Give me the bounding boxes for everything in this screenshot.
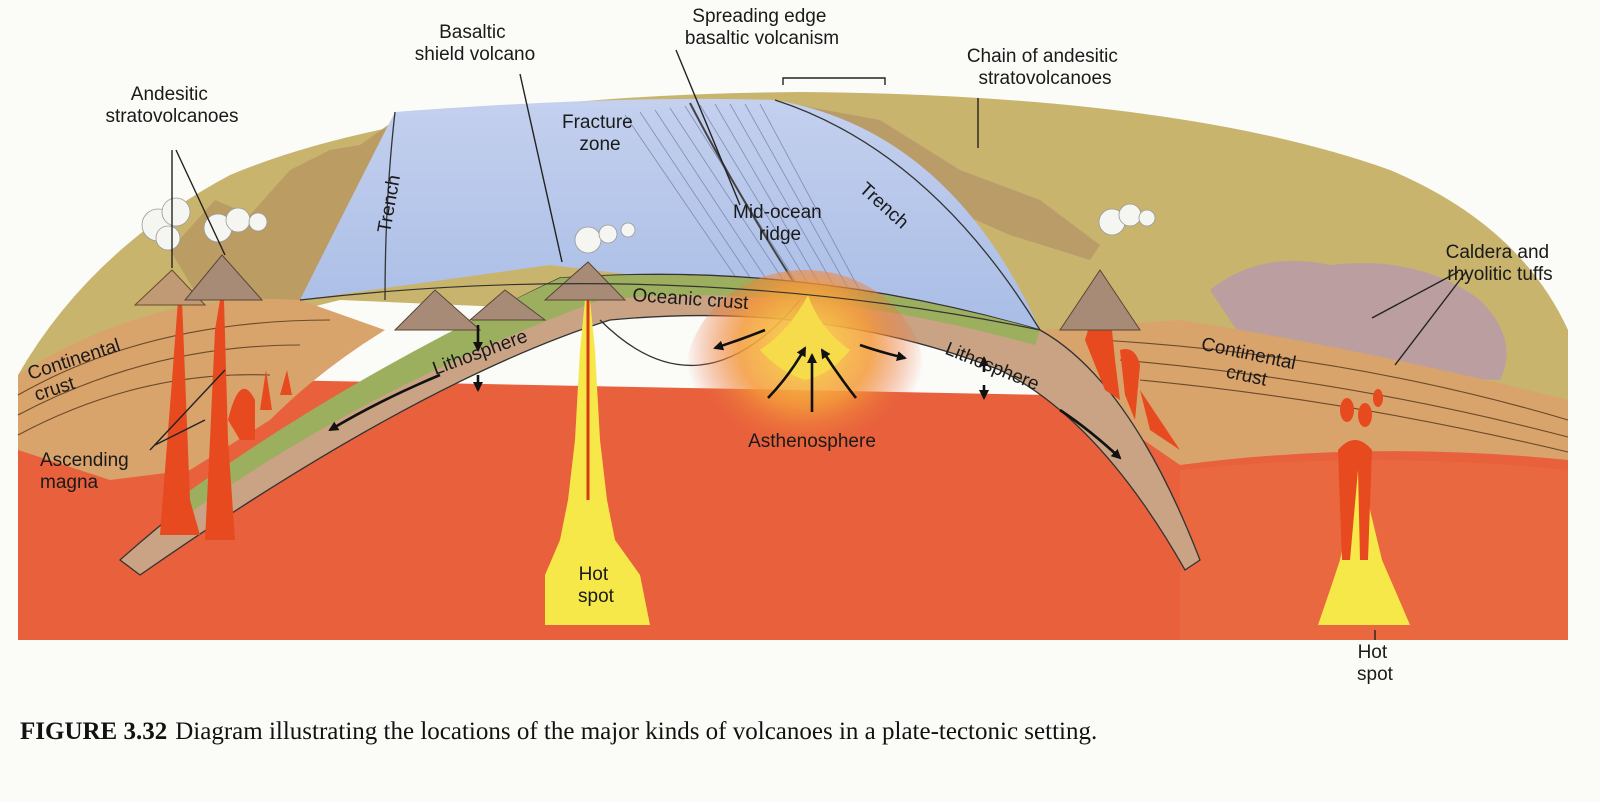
figure-number: FIGURE 3.32: [20, 718, 168, 745]
label-basaltic-shield: Basaltic shield volcano: [415, 22, 535, 65]
sea-level-line: [299, 283, 1041, 331]
label-hot-spot-center: Hot spot: [578, 564, 615, 607]
figure-caption: FIGURE 3.32 Diagram illustrating the loca…: [20, 714, 1140, 750]
leader-lines: [149, 49, 1467, 640]
oceanic-crust-band: [170, 274, 1040, 520]
trench-left-line: [384, 111, 396, 301]
ocean-basin: [300, 98, 1040, 330]
left-volcano-cones: [133, 197, 268, 306]
label-fracture-zone: Fracture zone: [562, 112, 638, 155]
left-continental-crust: [18, 298, 385, 480]
trench-right-line: [774, 99, 1041, 331]
label-mid-ocean-ridge: Mid-ocean ridge: [733, 202, 827, 245]
plate-tectonic-diagram: Andesitic stratovolcanoes Basaltic shiel…: [17, 6, 1569, 685]
label-ascending-magma: Ascending magna: [40, 450, 134, 493]
plate-motion-arrows: [328, 325, 1122, 460]
label-caldera: Caldera and rhyolitic tuffs: [1446, 242, 1555, 285]
right-ascending-blobs: [1338, 389, 1383, 560]
hot-spot-plume-center: [545, 300, 650, 625]
label-andesitic-strato-left: Andesitic stratovolcanoes: [105, 84, 238, 127]
basaltic-shield-cones: [393, 222, 636, 331]
label-hot-spot-right: Hot spot: [1357, 642, 1394, 685]
left-crust-strata: [17, 319, 331, 436]
label-spreading-edge: Spreading edge basaltic volcanism: [685, 6, 839, 49]
caption-text: Diagram illustrating the locations of th…: [175, 718, 1098, 745]
right-continental-crust: [1040, 320, 1568, 465]
label-chain-andesitic: Chain of andesitic stratovolcanoes: [967, 46, 1123, 89]
right-volcano-cone: [1059, 203, 1156, 331]
label-asthenosphere: Asthenosphere: [748, 431, 876, 452]
ridge-fabric: [624, 103, 861, 302]
